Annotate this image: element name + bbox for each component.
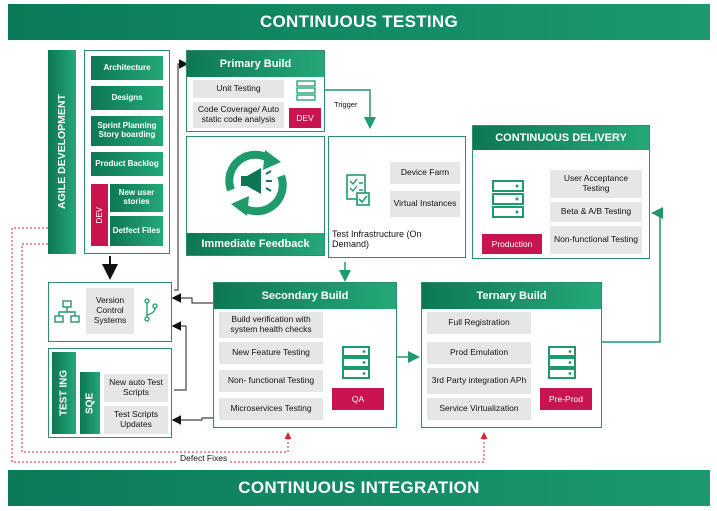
beta-ab-testing-box: Beta & A/B Testing — [550, 202, 642, 222]
server-stack-icon — [492, 180, 524, 218]
testing-title-bar — [52, 352, 76, 434]
defect-fixes-label: Defect Fixes — [178, 453, 230, 464]
production-label: Production — [482, 234, 542, 254]
sqe-label: SQE — [84, 392, 96, 414]
defect-files-box: Detfect Files — [110, 216, 163, 246]
code-coverage-box: Code Coverage/ Auto static code analysis — [193, 102, 284, 128]
architecture-box: Architecture — [91, 56, 163, 80]
new-feature-testing-box: New Feature Testing — [219, 342, 323, 364]
server-icon — [296, 80, 316, 101]
test-scripts-updates-box: Test Scripts Updates — [104, 406, 168, 434]
designs-box: Designs — [91, 86, 163, 110]
preprod-label: Pre-Prod — [540, 388, 592, 410]
continuous-delivery-title: CONTINUOUS DELIVERY — [473, 126, 649, 150]
agile-title: AGILE DEVELOPMENT — [56, 94, 68, 210]
full-registration-box: Full Registration — [427, 312, 531, 334]
primary-dev-label: DEV — [289, 108, 321, 128]
trigger-label: Trigger — [334, 100, 358, 109]
sqe-bar — [80, 372, 100, 434]
continuous-integration-banner: CONTINUOUS INTEGRATION — [8, 470, 710, 506]
service-virtualization-box: Service Virtualization — [427, 398, 531, 420]
new-user-stories-box: New user stories — [110, 184, 163, 212]
ternary-build-title: Ternary Build — [422, 283, 601, 309]
network-icon — [54, 300, 80, 323]
immediate-feedback-title: Immediate Feedback — [187, 233, 324, 255]
unit-testing-box: Unit Testing — [193, 80, 284, 98]
agile-dev-label: DEV — [91, 184, 108, 246]
non-functional-testing-box: Non-functional Testing — [550, 226, 642, 254]
checklist-icon — [346, 174, 370, 206]
preprod-server-icon — [548, 346, 576, 379]
third-party-integration-box: 3rd Party integration APh — [427, 368, 531, 394]
continuous-testing-banner: CONTINUOUS TESTING — [8, 4, 710, 40]
product-backlog-box: Product Backlog — [91, 152, 163, 176]
primary-build-title: Primary Build — [187, 51, 324, 77]
user-acceptance-testing-box: User Acceptance Testing — [550, 170, 642, 198]
build-verification-box: Build verification with system health ch… — [219, 312, 323, 338]
test-infrastructure-title: Test Infrastructure (On Demand) — [332, 229, 422, 250]
agile-title-bar — [48, 50, 76, 254]
sprint-planning-box: Sprint Planning Story boarding — [91, 116, 163, 146]
secondary-build-title: Secondary Build — [214, 283, 396, 309]
new-auto-test-scripts-box: New auto Test Scripts — [104, 374, 168, 402]
vcs-label: Version Control Systems — [86, 288, 134, 334]
qa-label: QA — [332, 388, 384, 410]
microservices-testing-box: Microservices Testing — [219, 398, 323, 420]
prod-emulation-box: Prod Emulation — [427, 342, 531, 364]
testing-title: TEST ING — [58, 369, 70, 417]
device-farm-box: Device Farm — [390, 162, 460, 184]
non-functional-testing-secondary-box: Non- functional Testing — [219, 370, 323, 392]
virtual-instances-box: Virtual Instances — [390, 191, 460, 217]
branch-icon — [144, 298, 158, 322]
qa-server-icon — [342, 346, 370, 379]
feedback-cycle-icon — [225, 150, 287, 216]
